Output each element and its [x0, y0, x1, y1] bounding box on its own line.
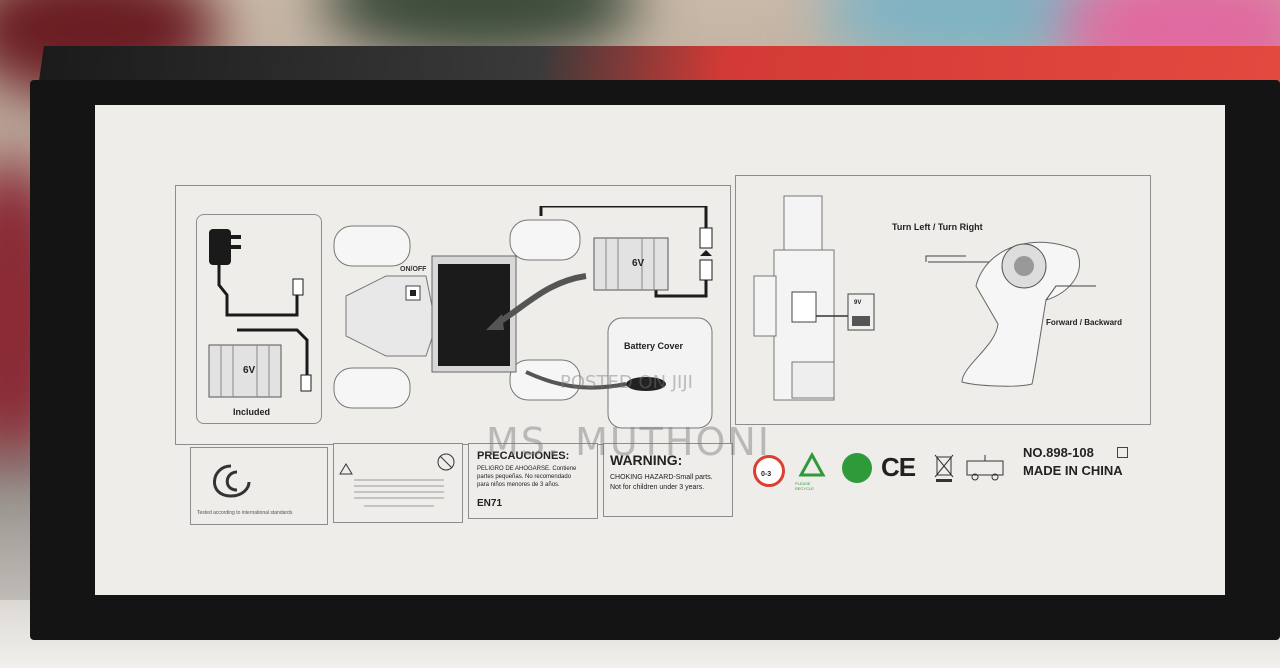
battery-compartment	[438, 264, 510, 366]
battery-cover-illustration	[607, 317, 713, 429]
warning-line: Not for children under 3 years.	[610, 484, 705, 491]
watermark-posted: POSTED ON JIJI	[560, 372, 693, 393]
remote-battery-slot	[791, 291, 817, 323]
age-icon-text: 0-3	[761, 471, 772, 478]
made-in-label: MADE IN CHINA	[1023, 463, 1123, 478]
remote-transmitter-body	[961, 241, 1081, 387]
certification-logo-icon	[213, 464, 251, 498]
turn-label: Turn Left / Turn Right	[892, 222, 983, 232]
battery-cover-label: Battery Cover	[624, 341, 684, 351]
precaution-title: PRECAUCIONES:	[477, 450, 570, 462]
remote-diagram-frame: Turn Left / Turn Right Forward / Backwar…	[735, 175, 1151, 425]
age-warning-icon: 0-3	[753, 455, 785, 487]
ce-mark: CE	[881, 452, 916, 482]
spanish-warning-box: PRECAUCIONES: PELIGRO DE AHOGARSE. Conti…	[468, 443, 598, 519]
car-wheel	[509, 219, 581, 261]
green-dot-icon	[842, 453, 872, 483]
charger-battery-label: 6V	[243, 365, 256, 376]
instruction-panel: 6V Included	[95, 105, 1225, 595]
car-top-view-illustration	[333, 206, 713, 429]
car-wheel	[333, 225, 411, 267]
install-arrow	[494, 273, 587, 327]
charger-illustration	[208, 229, 312, 398]
remote-battery-label: 9V	[854, 300, 862, 306]
car-battery-pack-icon	[593, 237, 669, 291]
precaution-line: para niños menores de 3 años.	[477, 482, 560, 488]
precaution-line: PELIGRO DE AHOGARSE. Contiene	[477, 466, 577, 472]
recycle-text: PLEASE RECYCLE	[795, 481, 814, 491]
screwdriver-icon	[626, 377, 666, 391]
switch-label: ON/OFF	[400, 266, 427, 273]
certification-box: Tested according to international standa…	[190, 447, 328, 525]
car-battery-label: 6V	[632, 258, 645, 269]
vehicle-icon	[965, 453, 1005, 483]
certification-caption: Tested according to international standa…	[197, 510, 293, 516]
charger-adapter	[209, 229, 231, 265]
warning-line: CHOKING HAZARD-Small parts.	[610, 474, 713, 481]
charger-plug	[292, 278, 304, 296]
charger-cable	[217, 265, 299, 317]
no-small-children-icon	[437, 453, 455, 471]
remote-control-illustration	[753, 195, 1096, 401]
model-checkbox	[1117, 447, 1128, 458]
english-warning-box: WARNING: CHOKING HAZARD-Small parts. Not…	[603, 443, 733, 517]
weee-bin-icon	[933, 451, 955, 483]
car-diagram-frame: 6V Included	[175, 185, 731, 445]
watermark-seller: MS. MUTHONI	[486, 420, 771, 464]
included-label: Included	[233, 407, 271, 417]
arabic-warning-illustration	[339, 453, 455, 507]
precaution-line: partes pequeñas. No recomendado	[477, 474, 572, 480]
warning-title: WARNING:	[610, 452, 683, 468]
model-number: NO.898-108	[1023, 445, 1094, 460]
car-battery-cable	[539, 206, 708, 236]
throttle-trigger-line	[1045, 285, 1096, 301]
arabic-warning-box	[333, 443, 463, 523]
car-wheel	[333, 367, 411, 409]
en71-label: EN71	[477, 498, 503, 509]
forward-backward-label: Forward / Backward	[1046, 318, 1123, 327]
charger-frame: 6V Included	[196, 214, 322, 424]
recycle-icon: PLEASE RECYCLE	[795, 451, 829, 491]
